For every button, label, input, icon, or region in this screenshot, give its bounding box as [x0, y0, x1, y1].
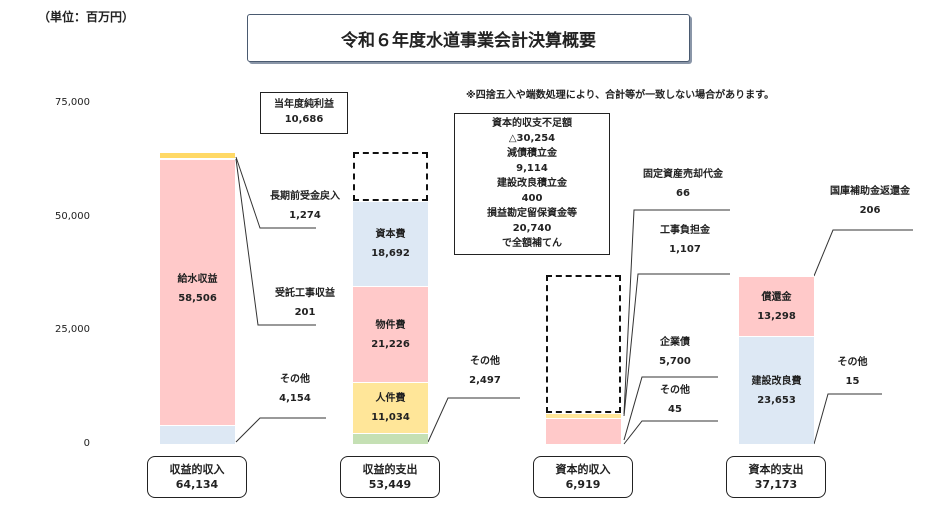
- y-tick: 0: [83, 438, 90, 449]
- segment-name: 人件費: [375, 393, 406, 405]
- bar-segment: 資本費 18,692: [353, 200, 428, 286]
- y-tick: 75,000: [55, 97, 90, 108]
- net-profit-callout: 当年度純利益 10,686: [260, 92, 348, 134]
- segment-name: 建設改良費: [751, 375, 802, 387]
- segment-value: 11,034: [371, 412, 410, 424]
- bar-segment: [739, 274, 814, 276]
- bar-segment: 給水収益 58,506: [160, 159, 235, 426]
- chart-title: 令和６年度水道事業会計決算概要: [247, 14, 690, 62]
- rounding-note: ※四捨五入や端数処理により、合計等が一致しない場合があります。: [466, 90, 775, 101]
- callout-line: △30,254: [508, 133, 556, 144]
- segment-value: 58,506: [178, 293, 217, 305]
- segment-name: 資本費: [375, 228, 406, 240]
- dashed-segment: [546, 274, 621, 413]
- callout-value: 10,686: [284, 114, 324, 125]
- bar-segment: [546, 413, 621, 419]
- bar-segment: [160, 152, 235, 159]
- callout-line: 損益勘定留保資金等: [487, 208, 577, 219]
- bar-segment: [546, 412, 621, 414]
- bar-segment: [546, 418, 621, 444]
- y-tick: 25,000: [55, 324, 90, 335]
- bar-segment: [739, 443, 814, 445]
- dashed-segment: [353, 152, 428, 201]
- unit-label: （単位：百万円）: [38, 10, 135, 24]
- callout-line: 9,114: [516, 163, 548, 174]
- segment-name: 物件費: [375, 319, 406, 331]
- capital-shortfall-callout: 資本的収支不足額 △30,254 減債積立金 9,114 建設改良積立金 400…: [454, 113, 610, 255]
- callout-title: 当年度純利益: [274, 99, 334, 110]
- callout-line: 400: [521, 193, 543, 204]
- bar-segment: 償還金 13,298: [739, 275, 814, 337]
- bar-segment: [160, 425, 235, 444]
- bar-segment: 建設改良費 23,653: [739, 336, 814, 444]
- segment-value: 21,226: [371, 338, 410, 350]
- segment-name: 償還金: [761, 291, 792, 303]
- bar-segment: [353, 432, 428, 444]
- bar-segment: [160, 158, 235, 160]
- callout-line: で全額補てん: [502, 238, 562, 249]
- callout-line: 20,740: [512, 223, 552, 234]
- segment-value: 18,692: [371, 247, 410, 259]
- callout-line: 建設改良積立金: [497, 178, 567, 189]
- segment-value: 13,298: [757, 310, 796, 322]
- segment-name: 給水収益: [177, 274, 218, 286]
- callout-line: 減債積立金: [507, 148, 557, 159]
- bar-segment: 人件費 11,034: [353, 382, 428, 433]
- callout-line: 資本的収支不足額: [492, 118, 572, 129]
- segment-value: 23,653: [757, 394, 796, 406]
- y-tick: 50,000: [55, 211, 90, 222]
- bar-segment: 物件費 21,226: [353, 285, 428, 383]
